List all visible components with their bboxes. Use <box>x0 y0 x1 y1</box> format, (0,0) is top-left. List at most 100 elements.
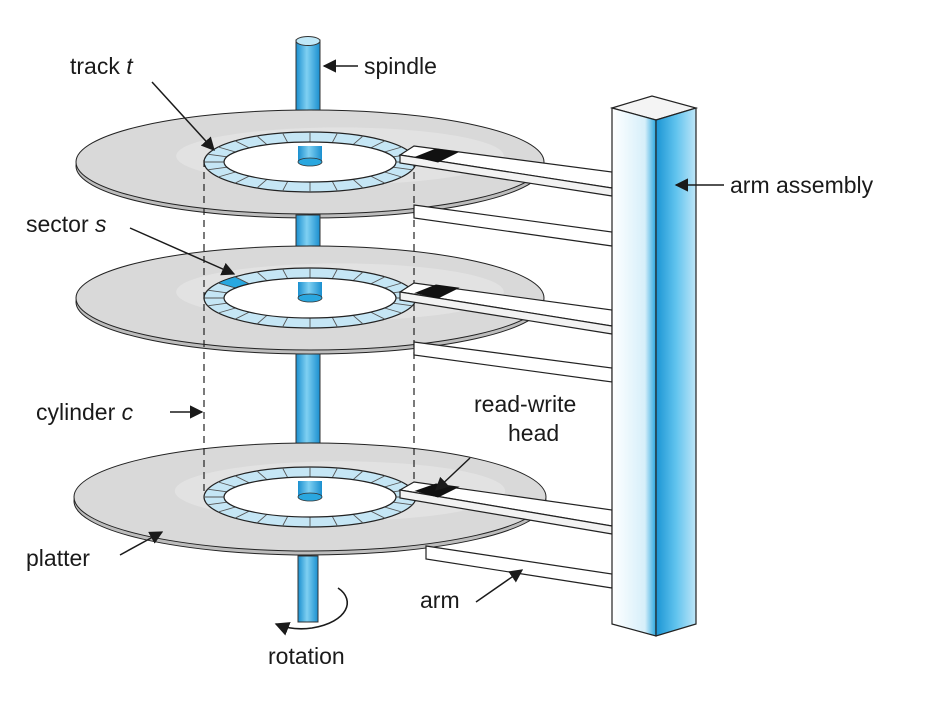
sector-divider <box>282 317 289 328</box>
sector-divider <box>234 510 250 519</box>
arm-assembly-side <box>655 107 697 637</box>
label-sector-var: s <box>95 211 107 237</box>
label-arm-assembly: arm assembly <box>730 172 874 198</box>
sector-divider <box>256 135 268 146</box>
label-track: track t <box>70 53 134 79</box>
sector-divider <box>282 467 289 478</box>
sector-divider <box>352 314 364 325</box>
label-sector: sector s <box>26 211 107 237</box>
sector-divider <box>352 470 364 481</box>
sector-divider <box>282 516 289 527</box>
sector-divider <box>218 171 236 178</box>
sector-divider <box>234 311 250 320</box>
sector-divider <box>282 268 289 279</box>
spindle-hub-base <box>297 492 323 502</box>
spindle-cap <box>295 36 321 46</box>
label-cylinder: cylinder c <box>36 399 134 425</box>
label-rotation: rotation <box>268 643 345 669</box>
rotation-arrow <box>274 587 348 636</box>
sector-divider <box>282 132 289 143</box>
arm-lower <box>413 204 613 247</box>
read-write-head-leader <box>435 457 471 491</box>
sector-divider <box>384 307 402 314</box>
label-cylinder-var: c <box>122 399 134 425</box>
label-track-var: t <box>126 53 134 79</box>
label-spindle: spindle <box>364 53 437 79</box>
sector-divider <box>370 140 386 149</box>
sector-divider <box>352 513 364 524</box>
sector-divider <box>352 135 364 146</box>
sector-divider <box>384 282 402 289</box>
sector-divider <box>207 488 227 493</box>
sector-divider <box>352 178 364 189</box>
platter-top <box>75 109 545 219</box>
sector-divider <box>234 140 250 149</box>
label-sector-prefix: sector <box>26 211 95 237</box>
sector-divider <box>331 132 338 143</box>
sector-divider <box>331 467 338 478</box>
spindle-hub-base <box>297 293 323 303</box>
sector-divider <box>384 506 402 513</box>
sector-divider <box>256 271 268 282</box>
sector-divider <box>207 153 227 158</box>
sector-divider <box>207 166 227 171</box>
label-track-prefix: track <box>70 53 126 79</box>
arm-assembly <box>609 95 699 637</box>
sector-divider <box>207 302 227 307</box>
sector-divider <box>384 171 402 178</box>
sector-leader <box>129 227 236 276</box>
platter-middle <box>75 245 545 355</box>
sector-divider <box>218 307 236 314</box>
label-cylinder-prefix: cylinder <box>36 399 122 425</box>
labels: spindle track t sector s arm assembly cy… <box>26 53 874 669</box>
label-read-write-line1: read-write <box>474 391 576 417</box>
sector-divider <box>393 501 413 506</box>
arm-lower <box>425 545 613 589</box>
sector-divider <box>218 282 236 289</box>
sector-divider <box>218 146 236 153</box>
read-write-head <box>414 284 460 299</box>
sector-divider <box>393 302 413 307</box>
sector-divider <box>370 276 386 285</box>
spindle-hub <box>298 146 322 162</box>
cylinder-outline <box>203 160 415 496</box>
platter-leader <box>119 531 164 556</box>
arm-assembly-front <box>611 107 657 637</box>
spindle-hub <box>298 481 322 497</box>
label-arm: arm <box>420 587 460 613</box>
sector-divider <box>393 166 413 171</box>
sector-divider <box>370 175 386 184</box>
sector-divider <box>384 481 402 488</box>
sector-divider <box>331 268 338 279</box>
track-leader <box>151 81 215 151</box>
sector-divider <box>256 470 268 481</box>
sector-divider <box>234 175 250 184</box>
spindle-bottom-segment <box>297 555 319 623</box>
arms <box>398 145 613 589</box>
sector-divider <box>256 314 268 325</box>
sector-divider <box>370 311 386 320</box>
sector-divider <box>331 516 338 527</box>
sector-divider <box>207 289 227 294</box>
sector-divider <box>370 475 386 484</box>
sector-divider <box>384 146 402 153</box>
sector-divider <box>282 181 289 192</box>
arm-leader <box>475 569 524 603</box>
arm-lower <box>413 341 613 383</box>
spindle-hub-base <box>297 157 323 167</box>
sector-divider <box>218 506 236 513</box>
sector-divider <box>331 181 338 192</box>
leader-lines <box>119 59 724 603</box>
label-platter: platter <box>26 545 90 571</box>
sector-divider <box>207 501 227 506</box>
label-read-write-line2: head <box>508 420 559 446</box>
sector-divider <box>234 276 250 285</box>
platter-bottom <box>73 442 547 556</box>
sector-divider <box>234 475 250 484</box>
sector-divider <box>218 481 236 488</box>
spindle-hub <box>298 282 322 298</box>
sector-divider <box>352 271 364 282</box>
sector-divider <box>331 317 338 328</box>
sector-divider <box>256 513 268 524</box>
